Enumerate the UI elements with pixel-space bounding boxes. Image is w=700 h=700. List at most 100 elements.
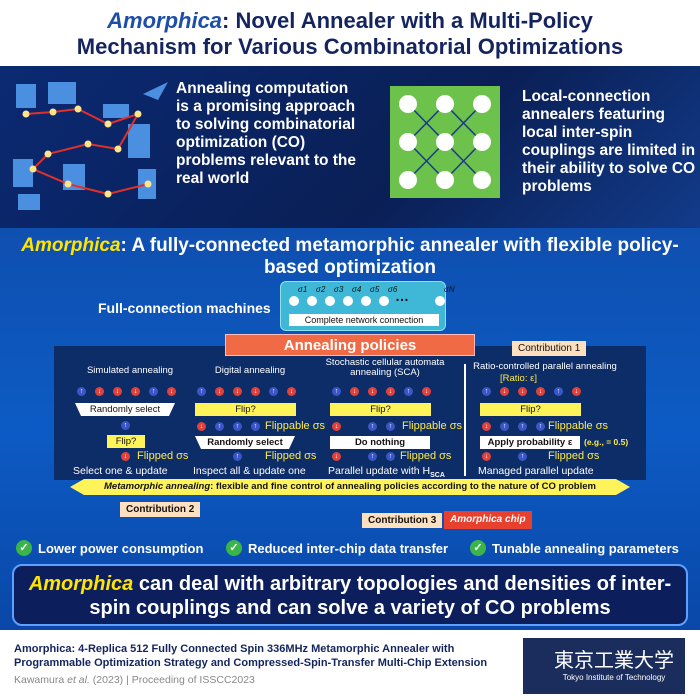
second-box: Do nothing xyxy=(330,436,430,449)
spin-node xyxy=(307,296,317,306)
flipped-label: Flipped σs xyxy=(548,450,600,462)
city-route-illustration xyxy=(13,82,168,210)
policy-footer: Managed parallel update xyxy=(478,465,594,477)
second-box: Apply probability ε xyxy=(480,436,580,449)
spin-node xyxy=(289,296,299,306)
spin-label: σ3 xyxy=(334,285,344,294)
spin-down-icon: ↓ xyxy=(121,452,130,461)
tokyo-tech-logo: 東京工業大学 Tokyo Institute of Technology xyxy=(523,638,685,694)
spin-node xyxy=(435,296,445,306)
flip-box: Flip? xyxy=(107,435,145,448)
contribution-2-tag: Contribution 2 xyxy=(120,502,201,517)
spin-dn-icon: ↓ xyxy=(482,422,491,431)
spin-dn-icon: ↓ xyxy=(251,387,260,396)
metamorphic-annealing-arrow: Metamorphic annealing: flexible and fine… xyxy=(70,479,630,495)
check-icon: ✓ xyxy=(16,540,32,556)
conclusion-banner: Amorphica can deal with arbitrary topolo… xyxy=(12,564,688,626)
et-al: et al. xyxy=(67,674,90,686)
ratio-label: [Ratio: ε] xyxy=(500,373,537,384)
banner-em: Amorphica xyxy=(28,573,134,595)
spin-dn-icon: ↓ xyxy=(197,422,206,431)
paper-title-line2: Programmable Optimization Strategy and C… xyxy=(14,657,488,669)
spin-up-icon: ↑ xyxy=(251,422,260,431)
policy-footer-text: Managed parallel update xyxy=(478,465,594,477)
paper-reference: Amorphica: 4-Replica 512 Fully Connected… xyxy=(14,642,487,670)
spin-up-icon: ↑ xyxy=(233,422,242,431)
spin-up-icon: ↑ xyxy=(536,422,545,431)
title-line2: Mechanism for Various Combinatorial Opti… xyxy=(76,34,624,59)
policy-title: Digital annealing xyxy=(214,365,286,376)
spin-dn-icon: ↓ xyxy=(482,452,491,461)
spin-dn-icon: ↓ xyxy=(422,387,431,396)
policy-title: Ratio-controlled parallel annealing xyxy=(473,361,617,372)
spin-up-icon: ↑ xyxy=(368,422,377,431)
spin-up-icon: ↑ xyxy=(215,422,224,431)
ellipsis: … xyxy=(395,288,409,304)
flip-box: Flip? xyxy=(330,403,431,416)
subtitle: Amorphica: A fully-connected metamorphic… xyxy=(0,235,700,279)
spin-up-icon: ↑ xyxy=(149,387,158,396)
flip-box: Flip? xyxy=(195,403,296,416)
policy-footer-text: Select one & update xyxy=(73,465,168,477)
benefit-power: ✓ Lower power consumption xyxy=(16,540,203,556)
spin-dn-icon: ↓ xyxy=(368,387,377,396)
citation: Kawamura et al. (2023) | Proceeding of I… xyxy=(14,674,255,686)
spin-up-icon: ↑ xyxy=(500,422,509,431)
check-icon: ✓ xyxy=(470,540,486,556)
benefit-label: Lower power consumption xyxy=(38,540,204,556)
spin-dn-icon: ↓ xyxy=(536,387,545,396)
arrow-em: Metamorphic annealing xyxy=(104,481,211,492)
spin-dn-icon: ↓ xyxy=(518,387,527,396)
banner-rest: can deal with arbitrary topologies and d… xyxy=(89,573,672,619)
subtitle-rest: : A fully-connected metamorphic annealer… xyxy=(120,235,679,278)
spin-up-icon: ↑ xyxy=(77,387,86,396)
spin-dn-icon: ↓ xyxy=(113,387,122,396)
contribution-3-tag: Contribution 3 xyxy=(362,513,443,528)
spin-dn-icon: ↓ xyxy=(332,452,341,461)
spin-label: σ2 xyxy=(316,285,326,294)
spin-dn-icon: ↓ xyxy=(386,387,395,396)
policy-title: Simulated annealing xyxy=(86,365,174,376)
flip-box: Flip? xyxy=(480,403,581,416)
annealing-intro-text: Annealing computation is a promising app… xyxy=(176,80,357,187)
flipped-label: Flipped σs xyxy=(265,450,317,462)
randomly-select-box: Randomly select xyxy=(75,403,175,416)
spin-dn-icon: ↓ xyxy=(572,387,581,396)
divider xyxy=(464,364,466,476)
spin-label: σ5 xyxy=(370,285,380,294)
flippable-label: Flippable σs xyxy=(402,420,462,432)
spin-up-icon: ↑ xyxy=(404,387,413,396)
spin-up-icon: ↑ xyxy=(368,452,377,461)
spin-up-icon: ↑ xyxy=(386,422,395,431)
flipped-label: Flipped σs xyxy=(400,450,452,462)
second-box: Randomly select xyxy=(195,436,295,449)
spin-dn-icon: ↓ xyxy=(332,422,341,431)
spin-up-icon: ↑ xyxy=(518,452,527,461)
local-connection-text: Local-connection annealers featuring loc… xyxy=(522,88,696,195)
spin-dn-icon: ↓ xyxy=(287,387,296,396)
policy-footer-text: Inspect all & update one xyxy=(193,465,306,477)
spin-up-icon: ↑ xyxy=(233,452,242,461)
spin-label: σ6 xyxy=(388,285,398,294)
benefit-transfer: ✓Reduced inter-chip data transfer xyxy=(226,540,448,556)
policy-footer: Select one & update xyxy=(73,465,168,477)
check-icon: ✓ xyxy=(226,540,242,556)
flippable-label: Flippable σs xyxy=(265,420,325,432)
arrow-rest: : flexible and fine control of annealing… xyxy=(210,481,596,492)
complete-network-label: Complete network connection xyxy=(289,314,439,326)
citation-rest: (2023) | Proceeding of ISSCC2023 xyxy=(89,674,255,686)
paper-title-line1: Amorphica: 4-Replica 512 Fully Connected… xyxy=(14,643,455,655)
contribution-1-tag: Contribution 1 xyxy=(512,341,587,356)
policy-footer-sub: SCA xyxy=(430,472,445,480)
subtitle-em: Amorphica xyxy=(21,235,121,256)
top-section: Annealing computation is a promising app… xyxy=(0,66,700,228)
local-connection-grid-illustration xyxy=(390,86,500,198)
policy-footer: Parallel update with HSCA xyxy=(328,465,445,479)
benefit-label: Tunable annealing parameters xyxy=(492,540,679,556)
main-title: Amorphica: Novel Annealer with a Multi-P… xyxy=(0,0,700,66)
spin-up-icon: ↑ xyxy=(482,387,491,396)
spin-up-icon: ↑ xyxy=(332,387,341,396)
spin-node xyxy=(361,296,371,306)
policy-title: Stochastic cellular automata annealing (… xyxy=(325,357,445,378)
